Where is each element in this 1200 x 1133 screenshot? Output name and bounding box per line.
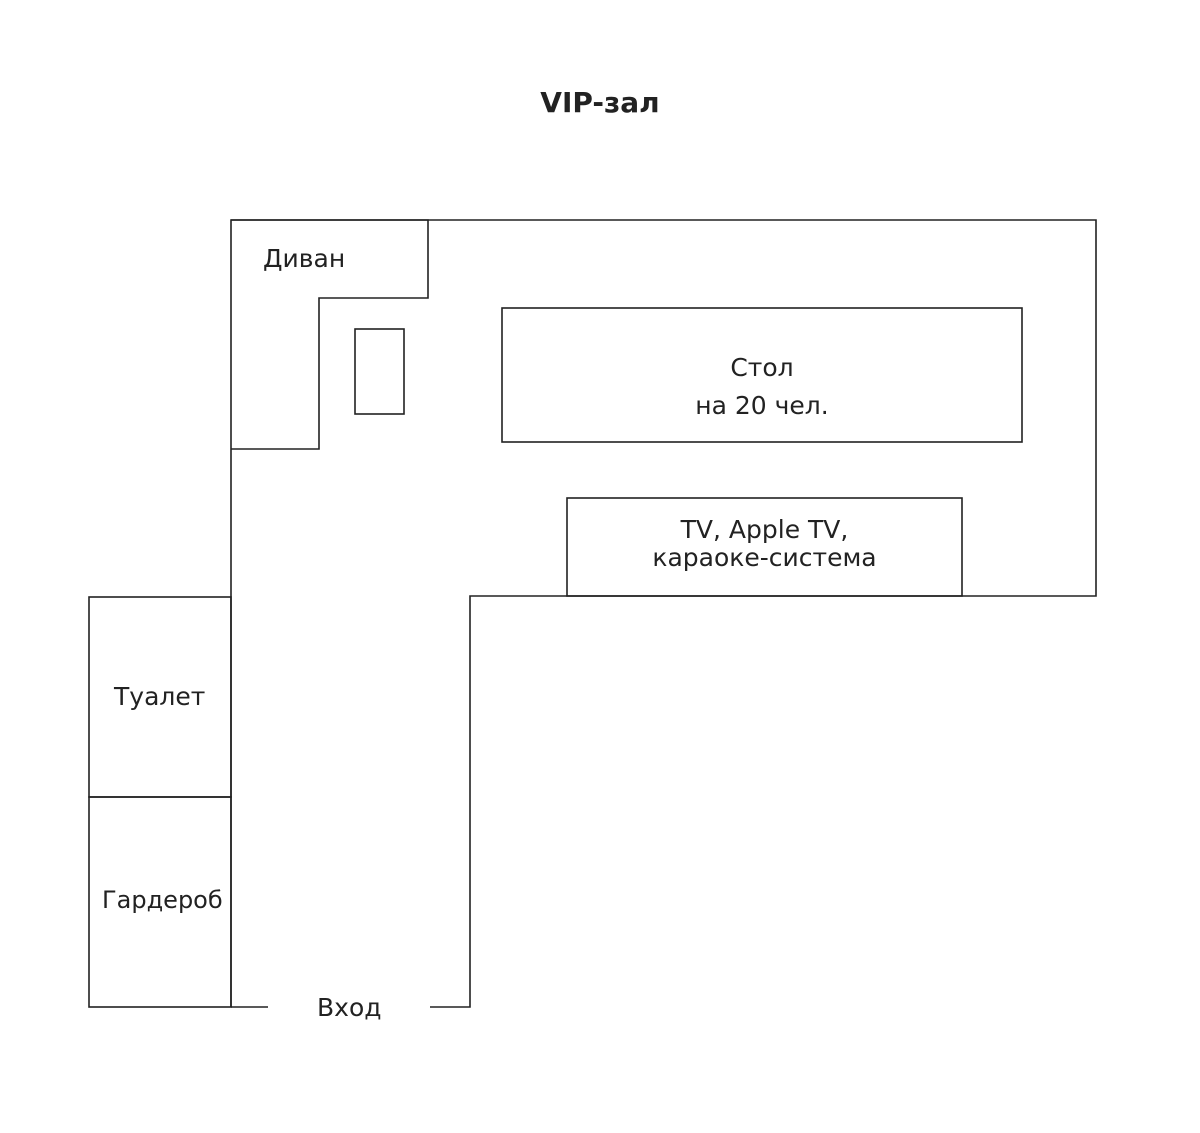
tv-unit-label-line2: караоке-система — [652, 543, 877, 572]
dining-table — [501, 307, 1023, 443]
sofa-shape — [231, 219, 429, 450]
wardrobe-label: Гардероб — [102, 886, 223, 914]
coffee-table — [354, 328, 405, 415]
toilet-label: Туалет — [114, 682, 206, 711]
tv-unit — [566, 497, 963, 597]
sofa-label: Диван — [263, 244, 346, 273]
wardrobe-room — [88, 796, 232, 1008]
dining-table-label-line1: Стол — [730, 353, 794, 382]
entrance-label: Вход — [317, 993, 382, 1022]
hall-outline — [230, 219, 1097, 1008]
tv-unit-label-line1: TV, Apple TV, — [680, 515, 849, 544]
diagram-title: VIP-зал — [540, 86, 660, 119]
dining-table-label-line2: на 20 чел. — [695, 391, 829, 420]
tv-unit-label: TV, Apple TV, караоке-система — [567, 516, 962, 572]
dining-table-label: Стол на 20 чел. — [502, 349, 1022, 425]
